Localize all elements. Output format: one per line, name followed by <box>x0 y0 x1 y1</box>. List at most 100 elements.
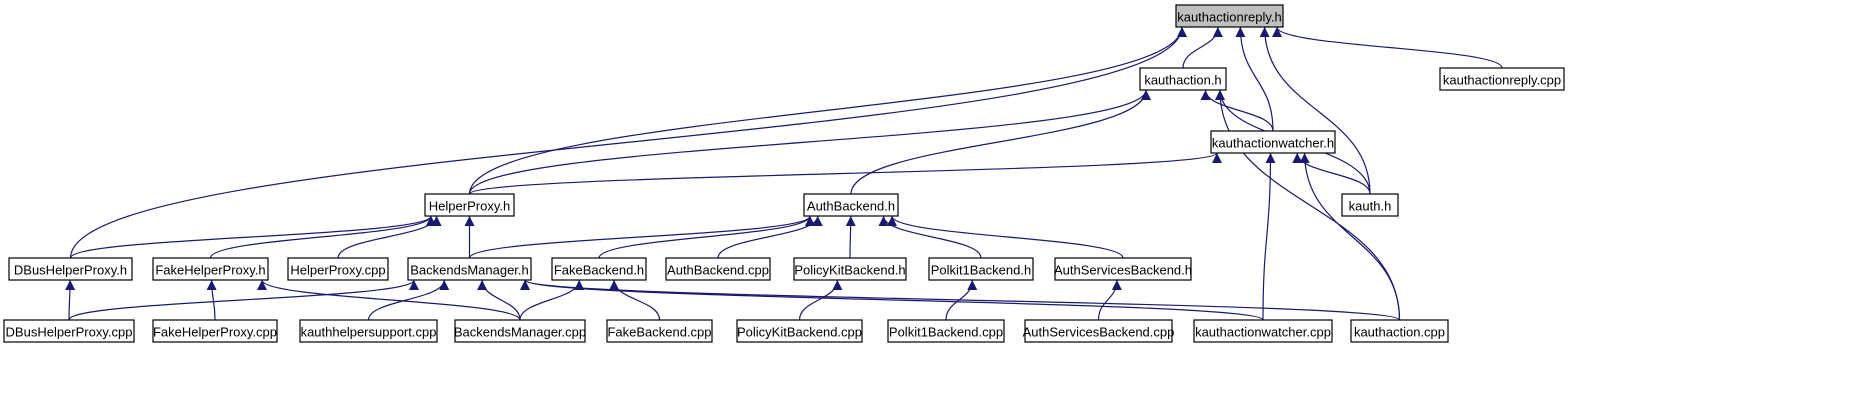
node-authbackend_cpp[interactable]: AuthBackend.cpp <box>665 257 771 281</box>
node-kauthactionreply_h[interactable]: kauthactionreply.h <box>1175 4 1284 28</box>
node-box <box>8 257 133 281</box>
node-box <box>1210 130 1336 154</box>
edge-dbushelperproxy_cpp-to-backendsmanager_h <box>68 279 419 321</box>
node-box <box>1175 4 1284 28</box>
node-box <box>928 257 1034 281</box>
node-label: HelperProxy.cpp <box>290 263 385 278</box>
edge-fakehelperproxy_h-to-helperproxy_h <box>209 215 436 259</box>
edge-dbushelperproxy_h-to-kauthactionreply_h <box>69 26 1187 259</box>
node-label: FakeBackend.h <box>554 263 644 278</box>
node-policykitbackend_cpp[interactable]: PolicyKitBackend.cpp <box>736 319 863 343</box>
edge-authbackend_cpp-to-authbackend_h <box>717 215 823 259</box>
edge-backendsmanager_cpp-to-fakehelperproxy_h <box>257 279 521 321</box>
node-label: kauthactionreply.cpp <box>1443 73 1561 88</box>
node-label: kauth.h <box>1349 199 1392 214</box>
edge-kauth_h-to-kauthactionreply_h <box>1259 26 1371 195</box>
node-label: kauthactionwatcher.cpp <box>1195 325 1331 340</box>
edge-authbackend_h-to-kauthaction_h <box>850 89 1151 195</box>
node-box <box>606 319 713 343</box>
node-box <box>1341 193 1399 217</box>
node-label: kauthhelpersupport.cpp <box>301 325 437 340</box>
node-fakebackend_h[interactable]: FakeBackend.h <box>551 257 647 281</box>
node-label: AuthServicesBackend.cpp <box>1023 325 1175 340</box>
node-kauthactionwatcher_h[interactable]: kauthactionwatcher.h <box>1210 130 1336 154</box>
node-helperproxy_cpp[interactable]: HelperProxy.cpp <box>287 257 389 281</box>
node-box <box>1024 319 1173 343</box>
node-label: kauthactionreply.h <box>1177 10 1282 25</box>
node-box <box>152 319 278 343</box>
node-label: BackendsManager.h <box>410 263 529 278</box>
node-dbushelperproxy_cpp[interactable]: DBusHelperProxy.cpp <box>3 319 135 343</box>
node-fakehelperproxy_cpp[interactable]: FakeHelperProxy.cpp <box>152 319 278 343</box>
edge-fakebackend_h-to-authbackend_h <box>598 215 815 259</box>
node-polkit1backend_h[interactable]: Polkit1Backend.h <box>928 257 1034 281</box>
edge-helperproxy_h-to-kauthactionreply_h <box>468 26 1187 195</box>
node-helperproxy_h[interactable]: HelperProxy.h <box>424 193 515 217</box>
node-label: DBusHelperProxy.cpp <box>6 325 133 340</box>
edge-fakebackend_cpp-to-fakebackend_h <box>609 279 661 321</box>
node-backendsmanager_cpp[interactable]: BackendsManager.cpp <box>454 319 586 343</box>
edge-kauthactionwatcher_h-to-kauthaction_h <box>1200 89 1274 132</box>
edge-authservicesbackend_h-to-authbackend_h <box>887 215 1124 259</box>
node-dbushelperproxy_h[interactable]: DBusHelperProxy.h <box>8 257 133 281</box>
node-label: AuthServicesBackend.h <box>1054 263 1192 278</box>
node-polkit1backend_cpp[interactable]: Polkit1Backend.cpp <box>887 319 1005 343</box>
edge-policykitbackend_h-to-authbackend_h <box>845 215 856 259</box>
node-box <box>736 319 863 343</box>
node-box <box>1439 67 1565 91</box>
node-label: kauthaction.cpp <box>1354 325 1445 340</box>
node-kauthactionwatcher_cpp[interactable]: kauthactionwatcher.cpp <box>1193 319 1333 343</box>
node-authbackend_h[interactable]: AuthBackend.h <box>803 193 899 217</box>
edge-kauthaction_cpp-to-kauthactionwatcher_h <box>1299 152 1401 321</box>
node-box <box>424 193 515 217</box>
node-kauthaction_h[interactable]: kauthaction.h <box>1139 67 1227 91</box>
node-fakehelperproxy_h[interactable]: FakeHelperProxy.h <box>152 257 269 281</box>
edge-fakehelperproxy_cpp-to-fakehelperproxy_h <box>206 279 217 321</box>
edge-kauthaction_h-to-kauthactionreply_h <box>1182 26 1223 69</box>
node-label: BackendsManager.cpp <box>454 325 586 340</box>
edge-kauthactionwatcher_h-to-kauthactionreply_h <box>1235 26 1274 132</box>
edge-helperproxy_h-to-kauthaction_h <box>468 89 1151 195</box>
node-box <box>803 193 899 217</box>
edge-polkit1backend_h-to-authbackend_h <box>878 215 982 259</box>
edge-helperproxy_h-to-kauthactionwatcher_h <box>468 152 1222 195</box>
edge-kauthhelpersupport_cpp-to-backendsmanager_h <box>367 279 450 321</box>
node-box <box>887 319 1005 343</box>
node-box <box>407 257 532 281</box>
node-box <box>152 257 269 281</box>
node-box <box>1139 67 1227 91</box>
edge-kauth_h-to-kauthactionwatcher_h <box>1292 152 1371 195</box>
edge-backendsmanager_cpp-to-backendsmanager_h <box>477 279 521 321</box>
edge-backendsmanager_cpp-to-fakebackend_h <box>519 279 585 321</box>
node-authservicesbackend_cpp[interactable]: AuthServicesBackend.cpp <box>1023 319 1175 343</box>
edge-helperproxy_cpp-to-helperproxy_h <box>337 215 442 259</box>
node-fakebackend_cpp[interactable]: FakeBackend.cpp <box>606 319 713 343</box>
node-label: PolicyKitBackend.cpp <box>737 325 862 340</box>
node-kauthhelpersupport_cpp[interactable]: kauthhelpersupport.cpp <box>299 319 438 343</box>
node-box <box>1350 319 1449 343</box>
node-box <box>299 319 438 343</box>
node-authservicesbackend_h[interactable]: AuthServicesBackend.h <box>1054 257 1192 281</box>
node-label: kauthaction.h <box>1144 73 1221 88</box>
edge-layer <box>65 26 1503 321</box>
edge-policykitbackend_cpp-to-policykitbackend_h <box>798 279 843 321</box>
node-label: AuthBackend.cpp <box>667 263 769 278</box>
node-box <box>1193 319 1333 343</box>
node-label: DBusHelperProxy.h <box>14 263 127 278</box>
node-box <box>287 257 389 281</box>
edge-dbushelperproxy_h-to-helperproxy_h <box>69 215 436 259</box>
node-kauth_h[interactable]: kauth.h <box>1341 193 1399 217</box>
edge-dbushelperproxy_cpp-to-dbushelperproxy_h <box>65 279 76 321</box>
node-box <box>1054 257 1192 281</box>
node-policykitbackend_h[interactable]: PolicyKitBackend.h <box>793 257 907 281</box>
edge-authservicesbackend_cpp-to-authservicesbackend_h <box>1097 279 1122 321</box>
node-box <box>3 319 135 343</box>
node-box <box>665 257 771 281</box>
node-label: FakeHelperProxy.h <box>155 263 265 278</box>
node-kauthactionreply_cpp[interactable]: kauthactionreply.cpp <box>1439 67 1565 91</box>
node-kauthaction_cpp[interactable]: kauthaction.cpp <box>1350 319 1449 343</box>
edge-kauthactionwatcher_cpp-to-backendsmanager_h <box>520 279 1264 321</box>
edge-kauthaction_cpp-to-backendsmanager_h <box>520 279 1401 321</box>
node-backendsmanager_h[interactable]: BackendsManager.h <box>407 257 532 281</box>
